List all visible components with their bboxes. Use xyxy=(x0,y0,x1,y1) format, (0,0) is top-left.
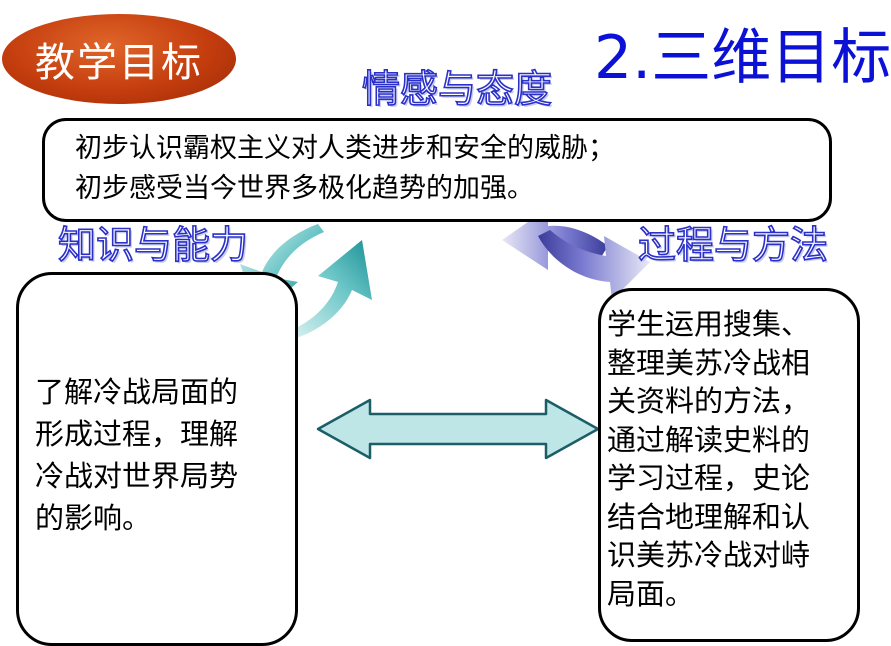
process-line: 学习过程，史论 xyxy=(607,461,811,495)
label-process: 过程与方法 xyxy=(637,223,829,267)
process-line: 关资料的方法， xyxy=(607,384,811,418)
arrows-graphic xyxy=(240,208,650,460)
teaching-goal-badge: 教学目标 xyxy=(2,14,236,104)
process-line: 识美苏冷战对峙 xyxy=(607,538,811,572)
process-line: 局面。 xyxy=(607,576,695,611)
double-headed-arrow-icon xyxy=(316,398,600,460)
process-goal-box: 学生运用搜集、 整理美苏冷战相 关资料的方法， 通过解读史料的 学习过程，史论 … xyxy=(598,288,860,642)
label-knowledge: 知识与能力 xyxy=(57,223,249,267)
process-line: 结合地理解和认 xyxy=(607,499,811,534)
attitude-line: 初步认识霸权主义对人类进步和安全的威胁； xyxy=(75,133,615,164)
process-line: 通过解读史料的 xyxy=(607,422,811,457)
purple-curved-arrow-down-icon xyxy=(538,230,650,300)
page-title: 2.三维目标 xyxy=(594,23,891,93)
process-line: 学生运用搜集、 xyxy=(607,307,811,341)
knowledge-line: 的影响。 xyxy=(35,501,152,535)
badge-label: 教学目标 xyxy=(35,40,203,86)
knowledge-line: 形成过程，理解 xyxy=(35,417,239,451)
teal-curved-arrow-up-icon xyxy=(282,240,372,340)
attitude-goal-box: 初步认识霸权主义对人类进步和安全的威胁； 初步感受当今世界多极化趋势的加强。 xyxy=(42,118,832,222)
process-line: 整理美苏冷战相 xyxy=(607,345,811,380)
knowledge-goal-box: 了解冷战局面的 形成过程，理解 冷战对世界局势 的影响。 xyxy=(16,272,298,646)
attitude-line: 初步感受当今世界多极化趋势的加强。 xyxy=(75,173,534,204)
knowledge-line: 了解冷战局面的 xyxy=(35,375,239,409)
knowledge-line: 冷战对世界局势 xyxy=(35,459,239,493)
label-attitude: 情感与态度 xyxy=(361,67,553,111)
